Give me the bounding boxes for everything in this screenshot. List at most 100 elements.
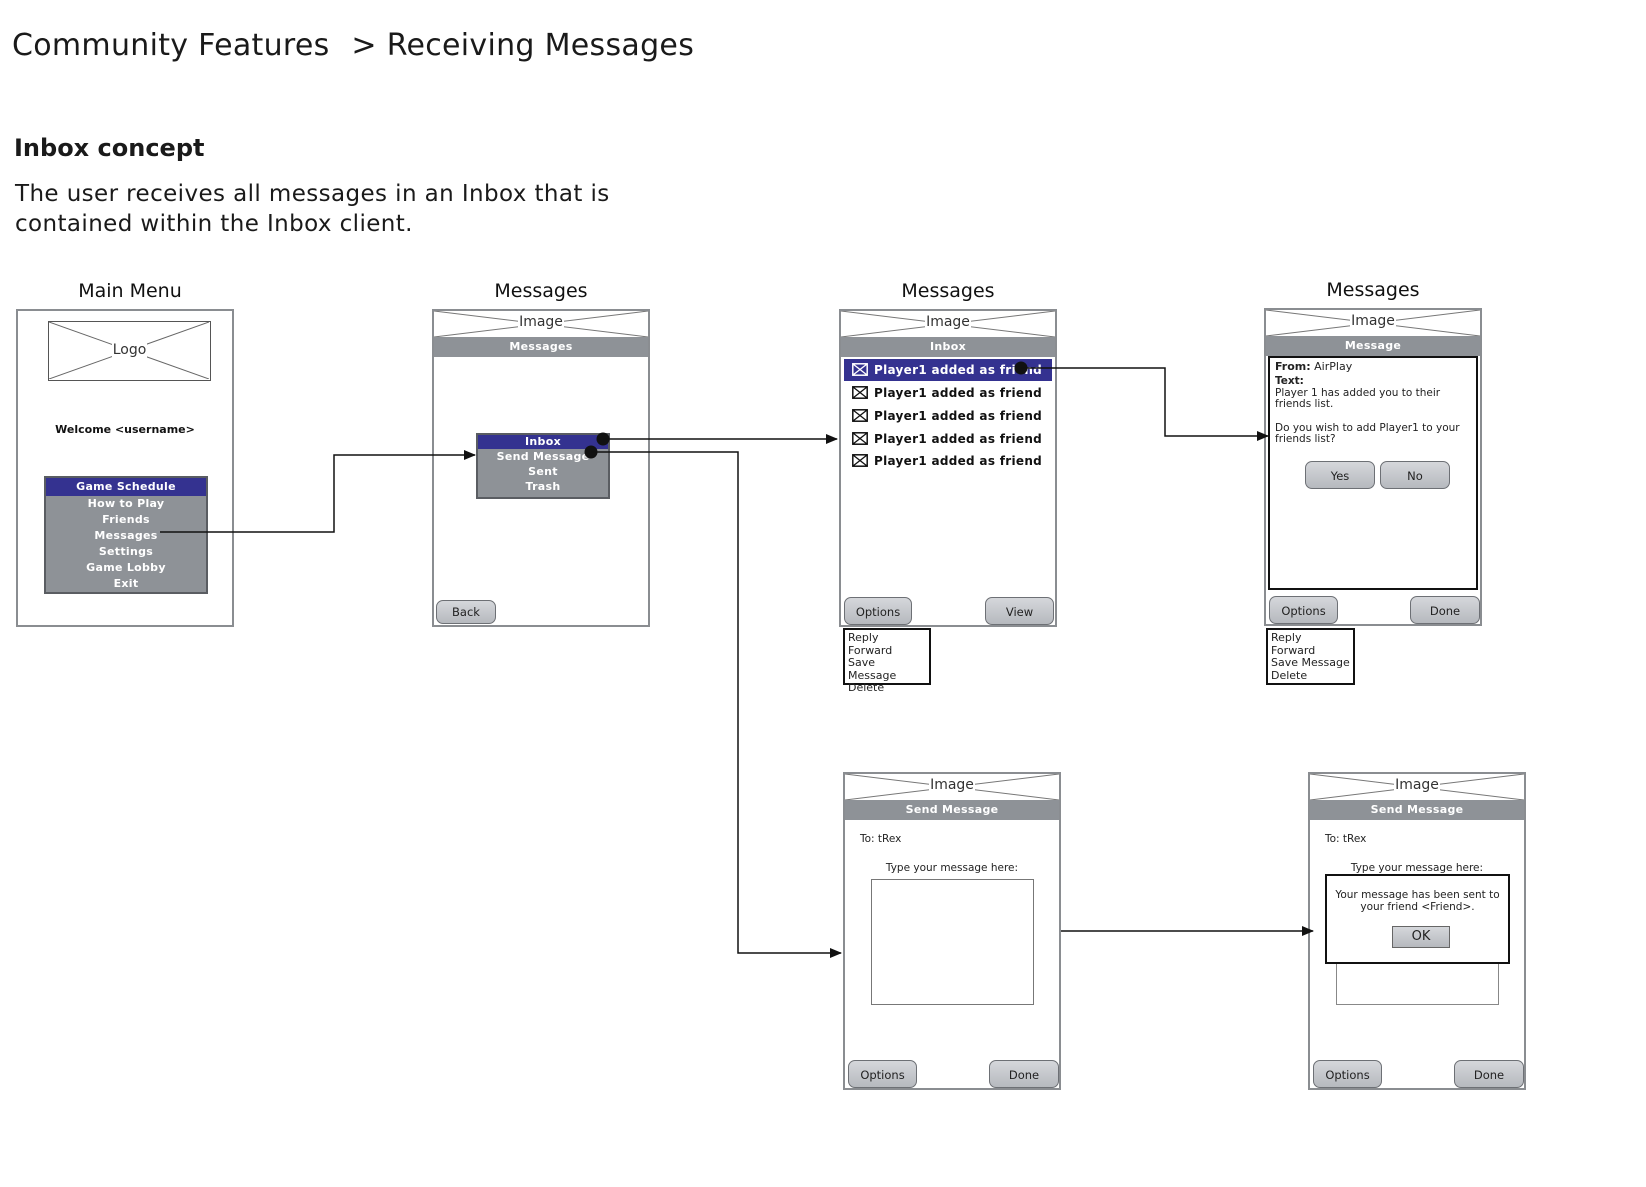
menu-item-how-to-play[interactable]: How to Play xyxy=(87,497,165,510)
options-button[interactable]: Options xyxy=(844,597,912,625)
menu-item-game-lobby[interactable]: Game Lobby xyxy=(86,561,166,574)
popup-item-delete[interactable]: Delete xyxy=(848,681,885,694)
menu-item-exit[interactable]: Exit xyxy=(113,577,139,590)
dialog-line: Your message has been sent to xyxy=(1335,889,1500,901)
image-label: Image xyxy=(925,314,971,330)
view-button[interactable]: View xyxy=(985,597,1054,625)
title-bar: Send Message xyxy=(1310,800,1524,820)
main-menu-list: Game Schedule How to Play Friends Messag… xyxy=(44,476,208,594)
inbox-row[interactable]: Player1 added as friend xyxy=(844,382,1052,404)
from-label: From: xyxy=(1275,360,1311,373)
image-placeholder: Image xyxy=(845,774,1059,802)
menu-item-trash[interactable]: Trash xyxy=(525,480,561,493)
image-label: Image xyxy=(1350,313,1396,329)
inbox-row[interactable]: Player1 added as friend xyxy=(844,428,1052,450)
message-prompt: Type your message here: xyxy=(1350,862,1484,874)
options-button[interactable]: Options xyxy=(848,1060,917,1088)
done-button[interactable]: Done xyxy=(1454,1060,1524,1088)
screen-caption-message: Messages xyxy=(1326,279,1420,301)
text-line: friends list. xyxy=(1275,398,1334,410)
envelope-icon xyxy=(852,409,868,422)
title-bar: Inbox xyxy=(841,337,1055,357)
breadcrumb-separator: > xyxy=(351,28,377,63)
text-label: Text: xyxy=(1275,375,1304,387)
inbox-row-text: Player1 added as friend xyxy=(874,454,1043,468)
messages-menu-list: Inbox Send Message Sent Trash xyxy=(476,433,610,499)
popup-item-forward[interactable]: Forward xyxy=(1271,643,1316,657)
main-menu-screen: Logo Welcome <username> Game Schedule Ho… xyxy=(16,309,234,627)
description-line: The user receives all messages in an Inb… xyxy=(15,181,610,207)
question-line: friends list? xyxy=(1275,433,1336,445)
concept-description: The user receives all messages in an Inb… xyxy=(15,179,610,239)
message-text: Text: Player 1 has added you to their fr… xyxy=(1275,375,1460,446)
logo-label: Logo xyxy=(111,342,148,358)
menu-item-game-schedule[interactable]: Game Schedule xyxy=(46,478,206,496)
popup-item-forward[interactable]: Forward xyxy=(848,643,893,657)
message-sent-screen: Image Send Message To: tRex Type your me… xyxy=(1308,772,1526,1090)
menu-item-friends[interactable]: Friends xyxy=(102,513,150,526)
options-button[interactable]: Options xyxy=(1269,596,1338,624)
menu-item-settings[interactable]: Settings xyxy=(98,545,154,558)
send-message-screen: Image Send Message To: tRex Type your me… xyxy=(843,772,1061,1090)
message-textarea[interactable] xyxy=(871,879,1034,1005)
image-label: Image xyxy=(929,777,975,793)
breadcrumb-section: Community Features xyxy=(12,28,330,63)
inbox-row[interactable]: Player1 added as friend xyxy=(844,450,1052,472)
no-button[interactable]: No xyxy=(1380,461,1450,489)
screen-caption-main-menu: Main Menu xyxy=(78,280,182,302)
sent-confirmation-dialog: Your message has been sent to your frien… xyxy=(1325,874,1510,964)
inbox-row-text: Player1 added as friend xyxy=(874,363,1043,377)
done-button[interactable]: Done xyxy=(989,1060,1059,1088)
options-button[interactable]: Options xyxy=(1313,1060,1382,1088)
screen-caption-inbox: Messages xyxy=(901,280,995,302)
message-body: From: AirPlay Text: Player 1 has added y… xyxy=(1268,356,1478,590)
inbox-row-text: Player1 added as friend xyxy=(874,386,1043,400)
question-line: Do you wish to add Player1 to your xyxy=(1275,421,1460,434)
text-line: Player 1 has added you to their xyxy=(1275,386,1441,399)
connector-send-to-compose xyxy=(591,451,842,958)
inbox-row[interactable]: Player1 added as friend xyxy=(844,359,1052,381)
done-button[interactable]: Done xyxy=(1410,596,1480,624)
messages-menu-screen: Image Messages Inbox Send Message Sent T… xyxy=(432,309,650,627)
inbox-row-text: Player1 added as friend xyxy=(874,432,1043,446)
image-label: Image xyxy=(1394,777,1440,793)
options-popup-menu: Reply Forward Save Message Delete xyxy=(843,628,931,694)
title-bar: Send Message xyxy=(845,800,1059,820)
popup-item-reply[interactable]: Reply xyxy=(848,631,879,644)
image-label: Image xyxy=(518,314,564,330)
inbox-row[interactable]: Player1 added as friend xyxy=(844,405,1052,427)
inbox-row-text: Player1 added as friend xyxy=(874,409,1043,423)
message-prompt: Type your message here: xyxy=(885,862,1019,874)
connector-main-menu-to-messages xyxy=(160,450,476,533)
ok-button[interactable]: OK xyxy=(1392,926,1450,948)
page-title: Community Features > Receiving Messages xyxy=(12,28,694,63)
menu-item-messages[interactable]: Messages xyxy=(94,529,158,542)
yes-button[interactable]: Yes xyxy=(1305,461,1375,489)
welcome-text: Welcome <username> xyxy=(55,423,195,436)
connector-row-to-message xyxy=(1021,367,1269,441)
menu-item-send-message[interactable]: Send Message xyxy=(496,450,590,463)
envelope-icon xyxy=(852,432,868,445)
popup-item-reply[interactable]: Reply xyxy=(1271,631,1302,644)
back-button[interactable]: Back xyxy=(436,600,496,624)
popup-item-save-message[interactable]: Save Message xyxy=(1271,656,1350,669)
envelope-icon xyxy=(852,454,868,467)
message-detail-screen: Image Message From: AirPlay Text: Player… xyxy=(1264,308,1482,626)
dialog-text: Your message has been sent to your frien… xyxy=(1327,889,1508,913)
options-popup-menu: Reply Forward Save Message Delete xyxy=(1266,628,1355,685)
logo-placeholder: Logo xyxy=(48,321,211,381)
screen-caption-messages: Messages xyxy=(494,280,588,302)
popup-item-save-message[interactable]: Save Message xyxy=(848,656,897,682)
popup-item-delete[interactable]: Delete xyxy=(1271,668,1308,682)
envelope-icon xyxy=(852,386,868,399)
menu-item-sent[interactable]: Sent xyxy=(528,465,558,478)
breadcrumb-page: Receiving Messages xyxy=(386,28,695,63)
to-field: To: tRex xyxy=(1325,833,1367,845)
menu-item-inbox[interactable]: Inbox xyxy=(478,435,608,449)
dialog-line: your friend <Friend>. xyxy=(1360,900,1475,913)
image-placeholder: Image xyxy=(434,311,648,339)
to-field: To: tRex xyxy=(860,833,902,845)
description-line: contained within the Inbox client. xyxy=(15,211,413,237)
envelope-icon xyxy=(852,363,868,376)
